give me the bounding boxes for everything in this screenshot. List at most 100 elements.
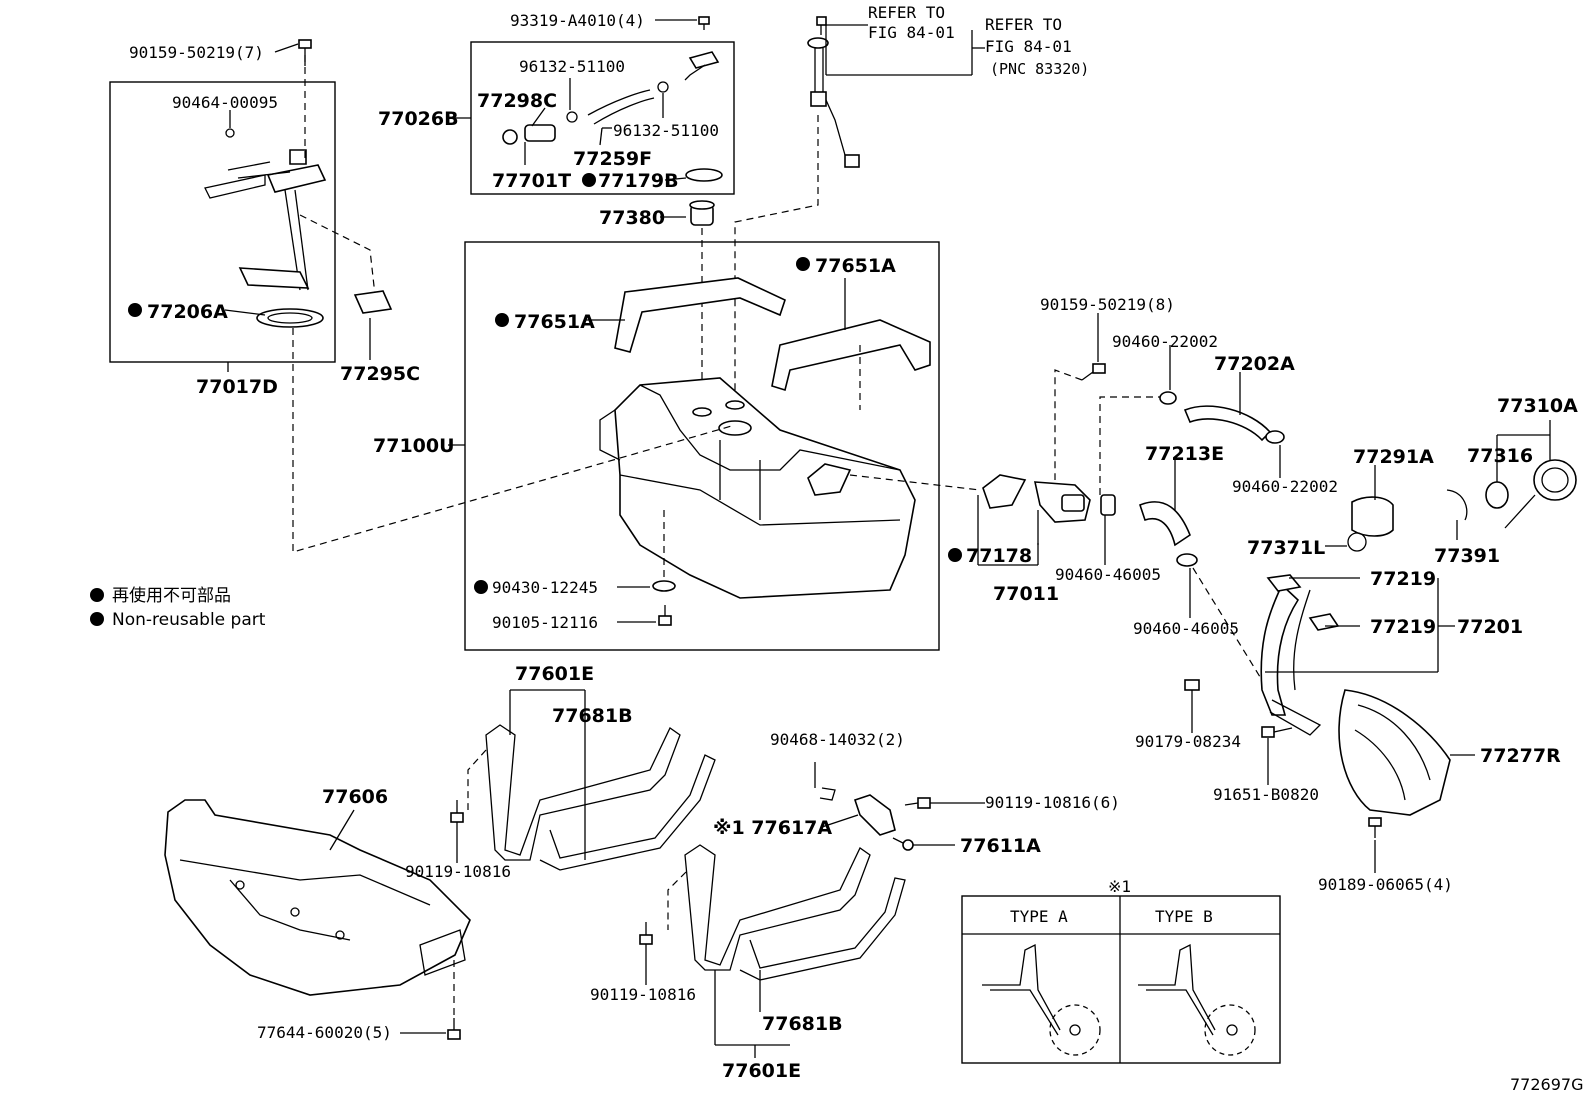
label-90159-50219-8: 90159-50219(8) bbox=[1040, 295, 1175, 314]
label-77277R: 77277R bbox=[1480, 745, 1561, 767]
legend-jp: 再使用不可部品 bbox=[112, 585, 231, 606]
gasket-77316 bbox=[1485, 481, 1509, 509]
label-90460-22002-a: 90460-22002 bbox=[1112, 332, 1218, 351]
screw-90189 bbox=[1368, 817, 1382, 838]
label-77219-a: 77219 bbox=[1370, 568, 1436, 590]
label-77213E: 77213E bbox=[1145, 443, 1224, 465]
ring-77291A bbox=[1351, 496, 1394, 537]
label-77100U: 77100U bbox=[373, 435, 455, 457]
refer-to-1: REFER TO bbox=[868, 3, 945, 22]
fuel-pump-assembly bbox=[204, 128, 327, 328]
type-comparison-box bbox=[961, 895, 1281, 1064]
strap-77651A-left bbox=[614, 277, 786, 353]
ring-77371L bbox=[1347, 532, 1367, 552]
label-93319-A4010: 93319-A4010(4) bbox=[510, 11, 645, 30]
refer-pnc: (PNC 83320) bbox=[990, 60, 1089, 78]
ring-77391 bbox=[1446, 489, 1468, 521]
protector-77606 bbox=[164, 799, 471, 996]
label-77380: 77380 bbox=[599, 207, 665, 229]
strap-77601E-bottom bbox=[684, 844, 906, 981]
bolt-91651 bbox=[1261, 726, 1293, 738]
fuel-sender-unit bbox=[807, 16, 860, 168]
label-77295C: 77295C bbox=[340, 363, 420, 385]
filler-pipe-77201 bbox=[1260, 574, 1340, 736]
bolt-77644 bbox=[447, 1018, 461, 1040]
label-77606: 77606 bbox=[322, 786, 388, 808]
label-77371L: 77371L bbox=[1247, 537, 1325, 559]
label-77611A: 77611A bbox=[960, 835, 1041, 857]
label-96132-51100-b: 96132-51100 bbox=[613, 121, 719, 140]
bolt-90119-top bbox=[450, 800, 464, 823]
fuel-cap-77310A bbox=[1504, 459, 1577, 529]
clamp-90460-46005-b bbox=[1176, 553, 1198, 567]
bolt-90119-bottom bbox=[639, 922, 653, 945]
label-77601E-bottom: 77601E bbox=[722, 1060, 801, 1082]
refer-to-2: REFER TO bbox=[985, 15, 1062, 34]
label-type-a: TYPE A bbox=[1010, 907, 1068, 926]
label-77681B-bottom: 77681B bbox=[762, 1013, 843, 1035]
label-96132-51100-a: 96132-51100 bbox=[519, 57, 625, 76]
label-77601E-top: 77601E bbox=[515, 663, 594, 685]
label-77017D: 77017D bbox=[196, 376, 278, 398]
clip-90468 bbox=[819, 787, 836, 801]
label-90105-12116: 90105-12116 bbox=[492, 613, 598, 632]
label-90179-08234: 90179-08234 bbox=[1135, 732, 1241, 751]
fuel-filter-assembly bbox=[502, 51, 723, 182]
bracket-77617A bbox=[853, 794, 896, 836]
label-90460-46005-a: 90460-46005 bbox=[1055, 565, 1161, 584]
type-note-marker: ※1 bbox=[1108, 877, 1131, 896]
clamp-90460-22002-a bbox=[1159, 391, 1177, 405]
protector-77277R bbox=[1338, 689, 1451, 816]
label-77391: 77391 bbox=[1434, 545, 1500, 567]
bolt-90159-b bbox=[1081, 363, 1106, 381]
label-90189-06065: 90189-06065(4) bbox=[1318, 875, 1453, 894]
clamp-90460-46005-a bbox=[1100, 494, 1116, 516]
leader-lines bbox=[224, 19, 1551, 1058]
label-77219-b: 77219 bbox=[1370, 616, 1436, 638]
legend-dot-en bbox=[90, 612, 104, 626]
label-77681B-top: 77681B bbox=[552, 705, 633, 727]
label-77259F: 77259F bbox=[573, 148, 652, 170]
filler-neck-77011 bbox=[982, 474, 1091, 523]
refer-fig-2: FIG 84-01 bbox=[985, 37, 1072, 56]
label-77178: 77178 bbox=[966, 545, 1032, 567]
strap-77651A-right bbox=[771, 319, 931, 392]
pump-assembly-box bbox=[109, 81, 336, 363]
hose-77213E bbox=[1139, 501, 1191, 547]
label-77201: 77201 bbox=[1457, 616, 1523, 638]
label-77651A-left: 77651A bbox=[514, 311, 595, 333]
label-90119-10816-6: 90119-10816(6) bbox=[985, 793, 1120, 812]
label-77202A: 77202A bbox=[1214, 353, 1295, 375]
bolt-90105 bbox=[658, 605, 672, 626]
strap-77601E-top bbox=[485, 724, 716, 871]
label-90468-14032: 90468-14032(2) bbox=[770, 730, 905, 749]
label-77644-60020: 77644-60020(5) bbox=[257, 1023, 392, 1042]
label-77206A: 77206A bbox=[147, 301, 228, 323]
label-77310A: 77310A bbox=[1497, 395, 1578, 417]
label-77026B: 77026B bbox=[378, 108, 459, 130]
hose-77202A bbox=[1183, 405, 1272, 442]
label-77298C: 77298C bbox=[477, 90, 557, 112]
bolt-90119-6 bbox=[904, 797, 931, 809]
label-90460-22002-b: 90460-22002 bbox=[1232, 477, 1338, 496]
type-a-illustration bbox=[982, 943, 1101, 1056]
legend-dot-jp bbox=[90, 588, 104, 602]
label-77701T: 77701T bbox=[492, 170, 571, 192]
label-90464-00095: 90464-00095 bbox=[172, 93, 278, 112]
label-77617A: ※1 77617A bbox=[713, 817, 832, 839]
label-77316: 77316 bbox=[1467, 445, 1533, 467]
figure-id: 772697G bbox=[1510, 1075, 1583, 1094]
type-b-illustration bbox=[1138, 943, 1256, 1056]
label-type-b: TYPE B bbox=[1155, 907, 1213, 926]
label-91651-B0820: 91651-B0820 bbox=[1213, 785, 1319, 804]
label-90159-50219-7: 90159-50219(7) bbox=[129, 43, 264, 62]
clamp-77295C bbox=[353, 290, 393, 314]
screw-93319 bbox=[698, 16, 710, 30]
clamp-90460-22002-b bbox=[1265, 430, 1285, 444]
label-90430-12245: 90430-12245 bbox=[492, 578, 598, 597]
bolt-77611A bbox=[892, 837, 914, 851]
valve-77380 bbox=[689, 200, 715, 226]
washer-90430 bbox=[652, 580, 676, 592]
label-90460-46005-b: 90460-46005 bbox=[1133, 619, 1239, 638]
